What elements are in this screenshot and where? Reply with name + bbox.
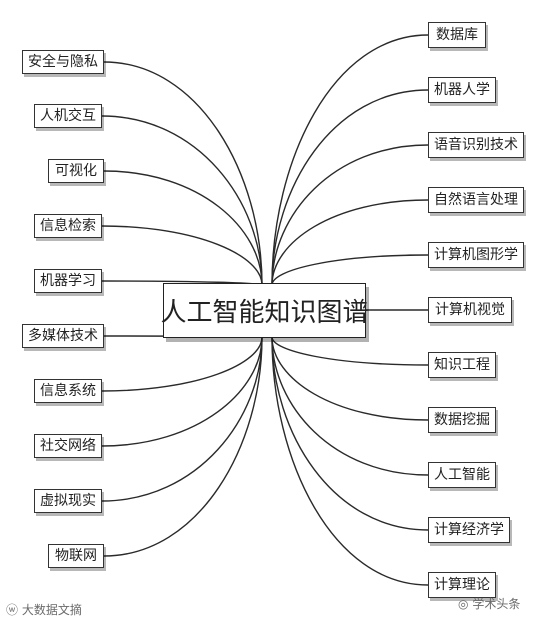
connector-line [271,336,429,531]
topic-node-right: 人工智能 [428,462,496,488]
topic-node-left: 安全与隐私 [22,50,104,74]
connector-line [101,336,263,447]
connector-line [101,336,263,502]
topic-node-right: 计算理论 [428,572,496,598]
topic-node-right: 计算机图形学 [428,242,524,268]
topic-node-left: 信息系统 [34,379,102,403]
connector-line [271,89,429,286]
topic-node-left: 社交网络 [34,434,102,458]
topic-node-left: 可视化 [48,159,104,183]
connector-line [103,170,263,286]
topic-node-left: 机器学习 [34,269,102,293]
topic-node-right: 知识工程 [428,352,496,378]
topic-node-left: 虚拟现实 [34,489,102,513]
topic-node-right: 数据库 [428,22,486,48]
connector-line [271,336,429,476]
topic-node-left: 物联网 [48,544,104,568]
topic-node-right: 语音识别技术 [428,132,524,158]
topic-node-left: 人机交互 [34,104,102,128]
connector-line [271,254,429,286]
connector-line [101,115,263,286]
weibo-logo-icon: ⓦ [6,603,19,617]
connector-line [271,144,429,286]
connector-line [271,336,429,421]
connector-line [271,336,429,586]
topic-node-left: 信息检索 [34,214,102,238]
connector-line [103,61,263,286]
connector-line [101,225,263,286]
wechat-logo-icon: ◎ [458,597,469,611]
watermark-left: ⓦ 大数据文摘 [6,601,82,618]
connector-line [103,336,263,557]
connector-line [271,34,429,286]
central-topic: 人工智能知识图谱 [161,283,369,338]
watermark-right: ◎ 学术头条 [458,595,520,612]
topic-node-right: 数据挖掘 [428,407,496,433]
watermark-left-text: 大数据文摘 [21,603,82,617]
topic-node-right: 计算经济学 [428,517,510,543]
topic-node-right: 机器人学 [428,77,496,103]
topic-node-right: 自然语言处理 [428,187,524,213]
connector-line [101,336,263,392]
topic-node-right: 计算机视觉 [428,297,512,323]
topic-node-left: 多媒体技术 [22,324,104,348]
connector-line [271,336,429,366]
connector-line [271,199,429,286]
watermark-right-text: 学术头条 [472,597,521,611]
